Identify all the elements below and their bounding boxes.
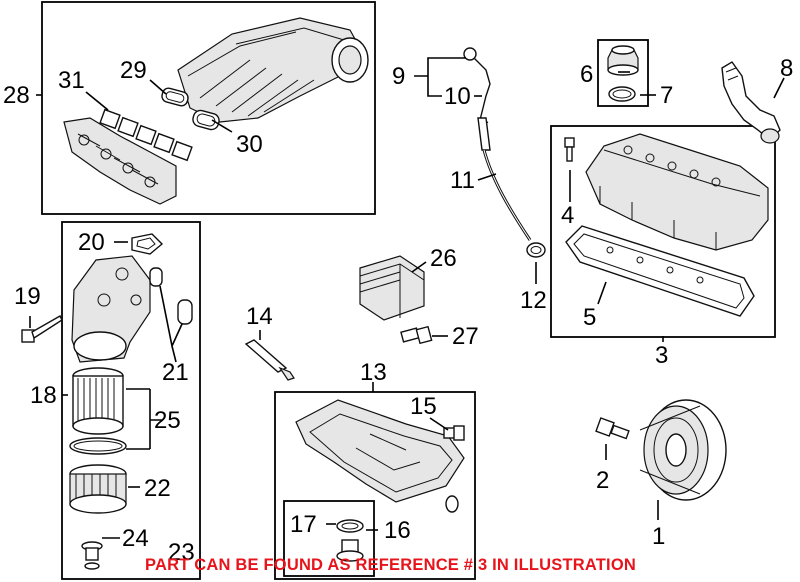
runner-gaskets-31 [99, 108, 193, 162]
callout-7: 7 [660, 82, 673, 109]
callout-26: 26 [430, 245, 457, 272]
group-box-28 [41, 1, 376, 215]
callout-11: 11 [450, 167, 475, 194]
callout-13: 13 [360, 359, 387, 386]
sealant-tube [244, 339, 295, 381]
footer-note: PART CAN BE FOUND AS REFERENCE # 3 IN IL… [145, 556, 636, 574]
callout-31: 31 [58, 67, 85, 94]
filter-cap-22 [69, 464, 127, 514]
washer-small [445, 495, 459, 513]
leader-lines [29, 57, 785, 539]
harmonic-balancer [639, 399, 727, 501]
oil-pressure-sensor-16 [336, 539, 364, 562]
o-ring-12 [526, 242, 546, 258]
callout-21: 21 [162, 359, 189, 386]
bolt-19 [21, 315, 63, 343]
group-box-16 [283, 500, 375, 577]
oil-pan [295, 399, 465, 503]
callout-17: 17 [290, 511, 317, 538]
group-box-6 [597, 39, 649, 107]
callout-24: 24 [122, 525, 149, 552]
gasket-29 [161, 87, 189, 107]
callout-4: 4 [561, 202, 574, 229]
valve-cover-gasket-5 [565, 225, 755, 317]
oil-filter-housing [71, 255, 151, 363]
callout-5: 5 [583, 304, 596, 331]
callout-19: 19 [14, 283, 41, 310]
callout-2: 2 [596, 467, 609, 494]
callout-18: 18 [30, 382, 57, 409]
drain-plug-24 [81, 541, 103, 570]
gasket-20 [131, 233, 164, 255]
bolt-27 [400, 325, 433, 345]
bolt-4 [564, 137, 575, 162]
callout-22: 22 [144, 475, 171, 502]
callout-15: 15 [410, 393, 437, 420]
hose-8 [721, 61, 781, 144]
callout-1: 1 [652, 523, 665, 550]
callout-30: 30 [236, 131, 263, 158]
callout-labels: 28 31 29 30 9 10 11 12 4 5 3 6 7 8 26 27… [3, 55, 793, 566]
valve-cover [585, 133, 769, 251]
lower-intake-manifold [63, 117, 177, 205]
callout-9: 9 [392, 63, 405, 90]
callout-25: 25 [154, 407, 181, 434]
callout-12: 12 [520, 287, 547, 314]
callout-3: 3 [655, 342, 668, 369]
dipstick [463, 47, 532, 241]
callout-14: 14 [246, 303, 273, 330]
callout-6: 6 [580, 61, 593, 88]
group-box-18 [61, 221, 201, 580]
oil-filler-cap [607, 45, 639, 102]
callout-10: 10 [444, 83, 471, 110]
oil-filter-element-25 [72, 367, 124, 435]
oil-pickup-seal-17 [336, 519, 364, 533]
callout-20: 20 [78, 229, 105, 256]
o-rings-21 [149, 267, 193, 325]
o-ring-filter [69, 437, 127, 455]
callout-27: 27 [452, 323, 479, 350]
intake-manifold [177, 17, 369, 123]
callout-23: 23 [168, 539, 195, 566]
group-box-13 [274, 391, 476, 580]
callout-8: 8 [780, 55, 793, 82]
callout-28: 28 [3, 82, 30, 109]
bolt-2 [595, 417, 630, 440]
callout-29: 29 [120, 57, 147, 84]
oil-cooler [359, 255, 425, 321]
drain-plug-15 [443, 425, 465, 441]
callout-16: 16 [384, 517, 411, 544]
